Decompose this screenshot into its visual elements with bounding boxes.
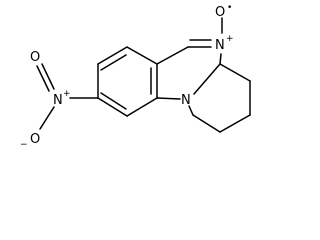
bond-nitro-n-o-top (41, 63, 55, 90)
bond-benzene-1 (97, 46, 128, 65)
bond-ch-to-n-oxide (156, 46, 189, 65)
bond-n-oxide-to-ch (219, 53, 222, 65)
chemical-structure-diagram: N + O • N N + O O − (20, 3, 251, 150)
bond-sat-5 (188, 105, 194, 116)
bond-ring-n-to-benzene (156, 97, 181, 100)
bond-nitro-n-o-bottom (39, 106, 55, 130)
atom-n-oxide: N (215, 38, 225, 53)
bond-nitro-n-o-top-2 (36, 65, 50, 92)
bond-sat-3 (219, 114, 251, 133)
bond-benzene-2 (126, 46, 158, 65)
bond-sat-1 (219, 63, 251, 82)
charge-o-oxide: • (227, 3, 232, 13)
charge-n-oxide: + (226, 34, 234, 44)
bond-benzene-4 (126, 97, 158, 117)
bonds (36, 17, 251, 133)
atom-ring-n: N (181, 93, 191, 108)
bond-benzene-1-inner (100, 54, 127, 71)
bond-benzene-5-inner (100, 92, 127, 110)
bond-benzene-5 (97, 97, 128, 117)
atom-nitro-o-top: O (30, 50, 40, 65)
bond-ch-to-ring-n (193, 63, 221, 95)
charge-nitro-o-bottom: − (20, 140, 28, 150)
atom-nitro-n: N (53, 93, 63, 108)
atom-labels: N + O • N N + O O − (20, 3, 234, 150)
structure-canvas: N + O • N N + O O − (20, 3, 251, 150)
charge-nitro-n: + (63, 89, 71, 99)
atom-nitro-o-bottom: O (30, 132, 40, 147)
atom-o-oxide: O (215, 5, 225, 20)
bond-sat-4 (192, 114, 221, 133)
